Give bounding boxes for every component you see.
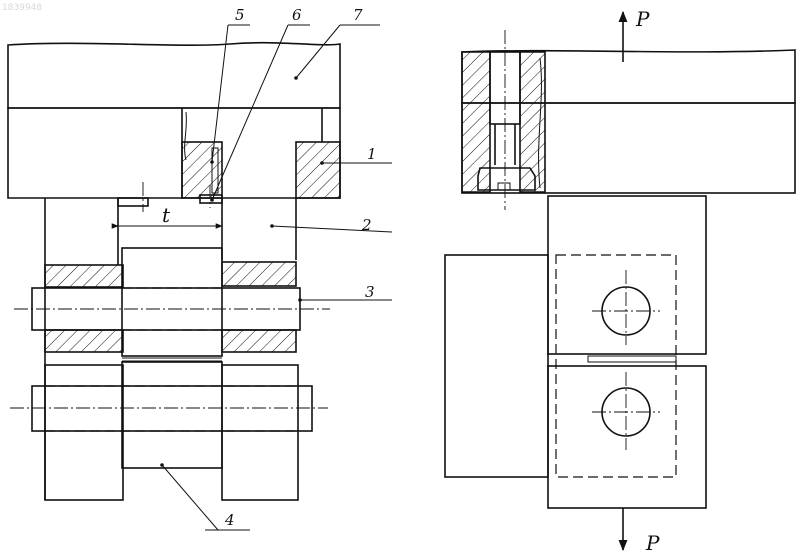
right-frame-block [462,103,795,193]
callout-4: 4 [224,511,235,529]
bushing-bottom-right [222,330,296,352]
frame-block [8,108,340,198]
hatch-left [462,52,490,192]
bushing-bottom-left [45,330,123,352]
seat-plate [118,198,148,206]
callout-2: 2 [361,216,372,234]
bushing-top-right [222,262,296,286]
plate-outline [445,255,548,477]
callout-7: 7 [353,6,363,24]
watermark-text: 1839948 [2,3,42,13]
callout-1: 1 [367,145,377,163]
callout-6: 6 [292,6,302,24]
force-label-bottom: P [645,531,660,555]
callout-3: 3 [365,283,375,301]
hatched-part-right [296,142,340,198]
bushing-top-left [45,265,123,287]
right-upper-slab [462,50,795,103]
force-label-top: P [635,7,650,31]
right-view: P P [445,7,795,555]
upper-die [548,196,706,354]
left-view: t 5 6 7 1 2 3 4 [8,6,392,530]
upper-slab [8,43,340,108]
dimension-label-t: t [162,203,171,227]
gap-strip [588,356,676,362]
callout-5: 5 [235,6,245,24]
roller-upper [122,248,222,356]
roller-lower [122,362,222,468]
axle-lower [32,386,312,431]
